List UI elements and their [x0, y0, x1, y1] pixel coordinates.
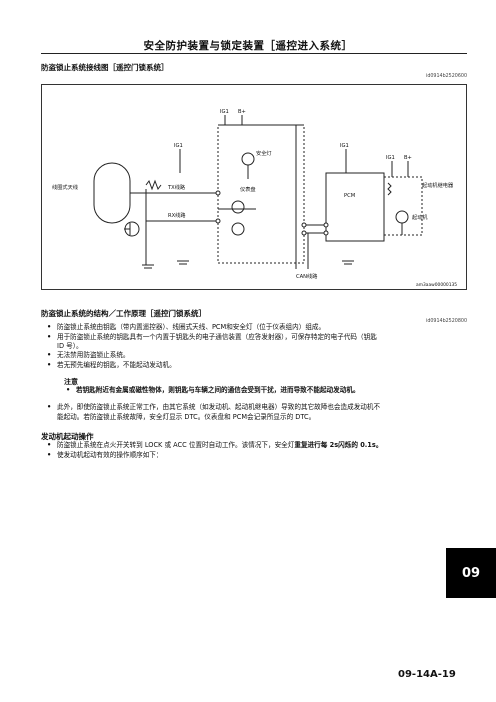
bullet-item: • 此外，即使防盗锁止系统正常工作，由其它系统（如发动机、起动机继电器）导致的其…: [47, 403, 381, 413]
label-antenna: 线圈式天线: [52, 183, 78, 191]
bullet-text: 使发动机起动有效的操作顺序如下：: [57, 451, 163, 459]
bullet-text: 若无预先编程的钥匙，不能起动发动机。: [57, 361, 176, 369]
label-bplus-top: B+: [238, 109, 246, 115]
bullet-continuation: ID 号）。: [57, 342, 83, 352]
label-can: CAN线路: [296, 272, 318, 280]
wiring-diagram-svg: IG1 B+ 安全灯 IG1 IG1 IG1 B+ 线圈式天线 TX线路 RX线…: [52, 109, 457, 288]
label-bplus-relay: B+: [404, 155, 412, 161]
chapter-tab: 09: [446, 548, 496, 598]
label-ig1-relay: IG1: [386, 155, 395, 161]
bullet-text: 防盗锁止系统由钥匙（带内置遥控器）、线圈式天线、PCM和安全灯（位于仪表组内）组…: [57, 323, 326, 331]
bullet-text: 用于防盗锁止系统的钥匙具有一个内置于钥匙头的电子通信装置（应答发射器），可保存特…: [57, 333, 377, 341]
bullet-text: ID 号）。: [57, 342, 83, 350]
bullet-dot: •: [47, 451, 52, 459]
label-ig1-right: IG1: [340, 143, 349, 149]
bullet-item: • 防盗锁止系统在点火开关转到 LOCK 或 ACC 位置时自动工作。该情况下，…: [47, 441, 383, 451]
bullet-item: • 用于防盗锁止系统的钥匙具有一个内置于钥匙头的电子通信装置（应答发射器），可保…: [47, 333, 377, 343]
bullet-dot: •: [47, 351, 52, 359]
label-ig1-left: IG1: [174, 143, 183, 149]
bullet-dot: •: [47, 323, 52, 331]
section-code-wiring: id0914b2520600: [426, 74, 467, 79]
bullet-item: • 使发动机起动有效的操作顺序如下：: [47, 451, 163, 461]
section-heading-wiring: 防盗锁止系统接线图［遥控门锁系统］: [41, 63, 169, 72]
bullet-dot: •: [47, 441, 52, 449]
note-text: 若钥匙附近有金属或磁性物体，则钥匙与车辆之间的通信会受到干扰，进而导致不能起动发…: [76, 386, 360, 394]
label-starter: 起动机: [412, 213, 428, 221]
bullet-text: 防盗锁止系统在点火开关转到 LOCK 或 ACC 位置时自动工作。该情况下，安全…: [57, 441, 295, 449]
label-ig1-top: IG1: [220, 109, 229, 115]
bullet-emphasis: 重复进行每 2s: [294, 441, 339, 449]
section-heading-start: 发动机起动操作: [41, 432, 94, 441]
section-heading-structure: 防盗锁止系统的结构／工作原理［遥控门锁系统］: [41, 309, 206, 318]
bullet-dot: •: [66, 386, 71, 394]
page-title: 安全防护装置与锁定装置［遥控进入系统］: [143, 40, 353, 52]
label-tx: TX线路: [167, 183, 186, 191]
bullet-dot: •: [47, 403, 52, 411]
label-pcm: PCM: [344, 193, 355, 199]
bullet-item: • 若无预先编程的钥匙，不能起动发动机。: [47, 361, 176, 371]
note-title: 注意: [64, 378, 78, 386]
label-security-light: 安全灯: [256, 149, 272, 157]
bullet-item: • 防盗锁止系统由钥匙（带内置遥控器）、线圈式天线、PCM和安全灯（位于仪表组内…: [47, 323, 326, 333]
label-rx: RX线路: [168, 211, 186, 219]
section-code-structure: id0914b2520800: [426, 319, 467, 324]
bullet-dot: •: [47, 333, 52, 341]
chapter-tab-label: 09: [461, 565, 481, 581]
bullet-text: 能起动。若防盗锁止系统故障，安全灯显示 DTC。仪表盘和 PCM会记录所显示的 …: [57, 413, 316, 421]
wiring-diagram: IG1 B+ 安全灯 IG1 IG1 IG1 B+ 线圈式天线 TX线路 RX线…: [41, 84, 467, 290]
bullet-text: 无法禁用防盗锁止系统。: [57, 351, 130, 359]
bullet-continuation: 能起动。若防盗锁止系统故障，安全灯显示 DTC。仪表盘和 PCM会记录所显示的 …: [57, 413, 315, 423]
note-item: • 若钥匙附近有金属或磁性物体，则钥匙与车辆之间的通信会受到干扰，进而导致不能起…: [66, 386, 360, 396]
bullet-text-bold: 闪烁的 0.1s。: [338, 441, 383, 449]
page-number: 09-14A-19: [398, 669, 456, 680]
title-rule: [41, 53, 467, 54]
label-fig-code: am3aaw00000135: [416, 282, 457, 288]
bullet-text: 此外，即使防盗锁止系统正常工作，由其它系统（如发动机、起动机继电器）导致的其它故…: [57, 403, 381, 411]
label-relay: 起动机继电器: [422, 181, 454, 189]
bullet-dot: •: [47, 361, 52, 369]
label-cluster: 仪表盘: [240, 185, 256, 193]
bullet-item: • 无法禁用防盗锁止系统。: [47, 351, 130, 361]
